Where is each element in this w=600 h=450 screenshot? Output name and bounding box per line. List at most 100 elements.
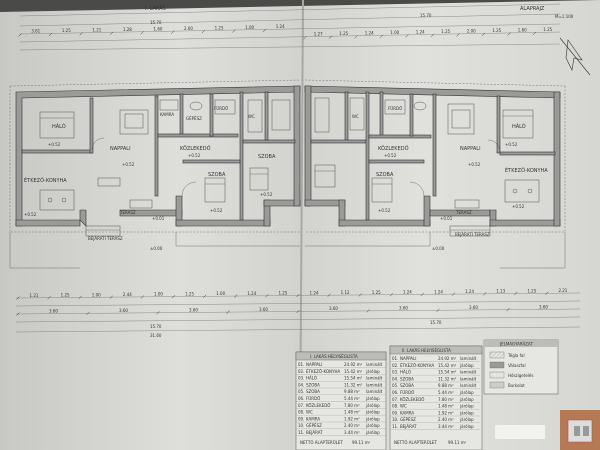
room-level-nappali-right: +0.52 [468, 162, 481, 167]
schedule-left-area: 5.44 m² [344, 396, 360, 401]
schedule-right-room: GÉPÉSZ [400, 417, 416, 422]
schedule-left-room: WC [306, 410, 313, 415]
dim-tick [48, 32, 53, 37]
top-dim-value: 1.25 [215, 25, 224, 30]
room-label-furdo-right: FÜRDŐ [388, 106, 402, 111]
dim-tick [389, 292, 394, 297]
schedule-right-total: 99.11 m² [448, 440, 467, 445]
dim-tick [296, 309, 300, 314]
schedule-left-area: 15.54 m² [344, 376, 363, 381]
schedule-left-area: 3.44 m² [344, 430, 360, 435]
schedule-left-floor: járólap [365, 396, 380, 401]
dim-tick [532, 31, 537, 36]
dim-tick [171, 294, 176, 299]
schedule-right-num: 03. [392, 370, 398, 375]
bottom-dim-value: 1.24 [310, 290, 319, 295]
room-label-etkezo-right: ÉTKEZŐ-KONYHA [505, 166, 548, 174]
top-dim-value: 2.00 [467, 29, 476, 34]
schedule-right-floor: járólap [459, 410, 474, 415]
dim-tick [430, 33, 435, 38]
top-overall-dim: 15.70 [150, 20, 162, 25]
schedule-left-room: NAPPALI [306, 362, 322, 367]
schedule-left-room: ÉTKEZŐ-KONYHA [306, 369, 340, 374]
schedule-right-area: 5.44 m² [438, 390, 454, 395]
schedule-right-num: 09. [392, 410, 398, 415]
dim-tick [328, 35, 333, 39]
top-dimension-lines [19, 3, 561, 51]
room-label-nappali-left: NAPPALI [110, 146, 131, 152]
schedule-left-room: BEJÁRAT [306, 430, 323, 435]
schedule-left-num: 08. [298, 410, 304, 415]
bottom-overall-right: 15.70 [430, 320, 442, 325]
schedule-left-room: KAMRA [306, 416, 320, 421]
dim-tick [201, 29, 206, 34]
schedule-right-area: 15.54 m² [438, 370, 457, 375]
schedule-left-room: FÜRDŐ [306, 396, 320, 401]
schedule-left-title: I. LAKÁS HELYISÉGLISTA [310, 354, 358, 359]
dim-tick [16, 312, 20, 316]
room-label-kozlekedo-right: KÖZLEKEDŐ [378, 145, 409, 152]
schedule-left-floor: járólap [365, 416, 380, 421]
level-marker-right: ±0.00 [432, 246, 445, 251]
schedule-left-floor: laminált [366, 362, 383, 367]
schedule-left-num: 05. [298, 389, 304, 394]
dim-tick [436, 308, 440, 312]
bottom-dim-value: 2.44 [123, 292, 132, 297]
schedule-right-num: 07. [392, 397, 398, 402]
schedule-right-floor: laminált [460, 356, 477, 361]
schedule-right-floor: járólap [459, 397, 474, 402]
dim-tick [506, 307, 510, 312]
top-dim-value: 1.25 [339, 31, 348, 36]
room-level-szoba-right: +0.52 [378, 208, 391, 213]
schedule-left-num: 03. [298, 376, 304, 381]
schedule-right-num: 08. [392, 404, 398, 409]
schedule-right-room: SZOBA [400, 383, 414, 388]
dim-tick [156, 311, 160, 315]
dim-tick [545, 291, 549, 295]
room-level-terasz-right: +0.01 [440, 216, 453, 221]
top-dim-value: 1.25 [492, 28, 501, 33]
schedule-left-num: 10. [298, 423, 304, 428]
schedule-left-floor: laminált [366, 382, 383, 387]
schedule-right-num: 01. [392, 356, 398, 361]
room-label-furdo-left: FÜRDŐ [214, 106, 228, 111]
room-label-terasz-left: TERASZ [119, 210, 136, 215]
schedule-left-room: SZOBA [306, 389, 320, 394]
bottom-dim-value: 3.60 [469, 305, 478, 310]
schedule-right-floor: laminált [460, 383, 477, 388]
schedule-right-total-label: NETTÓ ALAPTERÜLET [394, 440, 437, 445]
room-label-szoba-right: SZOBA [376, 172, 394, 178]
legend-item-0: Tégla fal [507, 353, 525, 358]
schedule-left-num: 04. [298, 382, 304, 387]
schedule-left-num: 09. [298, 416, 304, 421]
schedule-right-room: SZOBA [400, 376, 414, 381]
dim-tick [226, 310, 230, 314]
unit-title: I. LAKÁS [145, 5, 166, 12]
top-dim-value: 1.60 [518, 28, 527, 33]
schedule-left-floor: járólap [365, 430, 380, 435]
bottom-dim-value: 1.12 [341, 290, 350, 295]
schedule-right-floor: laminált [460, 376, 477, 381]
entry-steps [9, 225, 566, 269]
room-label-terasz-right: TERASZ [455, 210, 472, 215]
legend-item-2: Hőszigetelés [508, 373, 533, 378]
schedule-left-area: 11.32 m² [344, 382, 363, 387]
room-label-kamra-left: KAMRA [160, 112, 174, 117]
room-label-halo-left: HÁLÓ [52, 123, 66, 130]
schedule-right-num: 10. [392, 417, 398, 422]
bottom-dim-value: 1.25 [185, 291, 194, 296]
room-level-etkezo-right: +0.52 [512, 204, 525, 209]
dim-tick [482, 292, 487, 296]
schedule-right-floor: járólap [459, 417, 474, 422]
dim-tick [232, 29, 236, 33]
schedule-right-room: KAMRA [400, 410, 414, 415]
dim-tick [202, 294, 207, 299]
top-dim-value: 1.00 [390, 30, 399, 35]
schedule-right-num: 02. [392, 363, 398, 368]
entry-label-right: BEJÁRATI TERASZ [455, 232, 490, 237]
legend-title: JELMAGYARÁZAT [499, 342, 533, 347]
bottom-dim-value: 3.60 [399, 306, 408, 311]
room-level-etkezo-left: +0.52 [24, 212, 37, 217]
dim-tick [296, 293, 300, 298]
